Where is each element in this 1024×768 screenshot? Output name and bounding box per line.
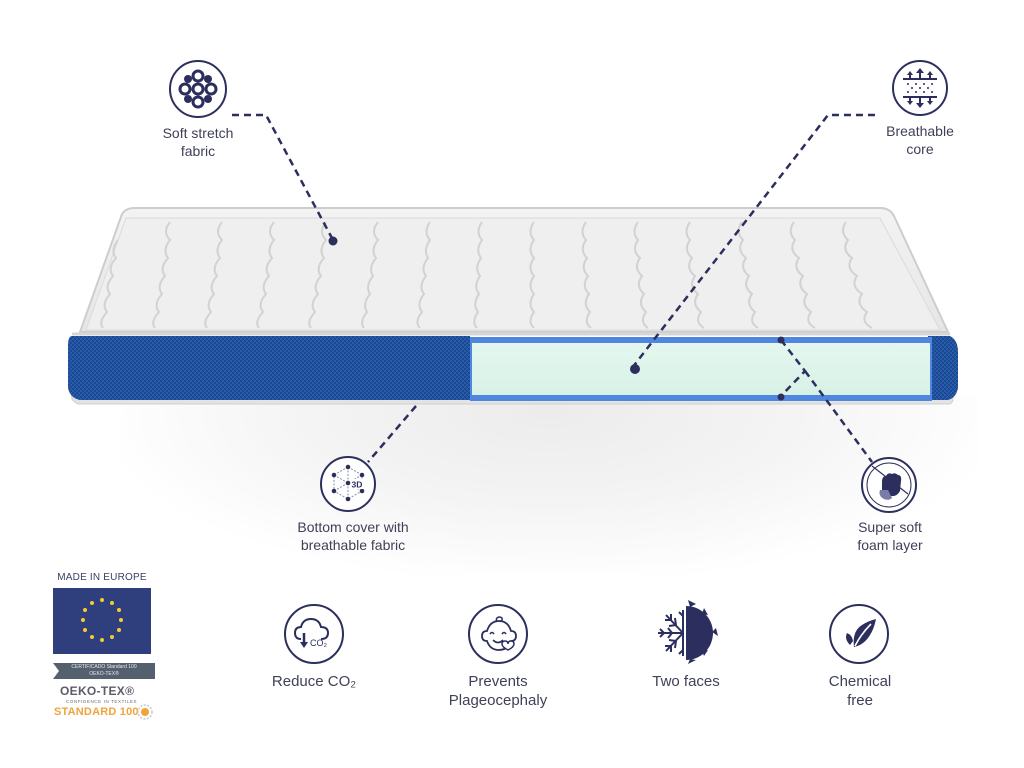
eu-flag-icon [53,588,151,654]
oeko-tex-tagline: CONFIDENCE IN TEXTILES [66,699,138,704]
feature-line: free [847,692,873,709]
mesh-side-panel [68,336,470,400]
callout-breathable-core: Breathable core [870,122,970,158]
made-in-europe-label: MADE IN EUROPE [57,572,147,583]
callout-line: Breathable [886,123,954,139]
oeko-sun-icon [137,704,153,720]
callout-line: Super soft [858,519,922,535]
feature-prevents-plageocephaly: Prevents Plageocephaly [428,672,568,710]
co2-text: CO₂ [310,638,328,648]
callout-super-soft-foam: Super soft foam layer [840,518,940,554]
callout-line: foam layer [857,537,923,553]
3d-mesh-icon: 3D [320,456,376,512]
callout-line: core [906,141,934,157]
feature-chemical-free: Chemical free [800,672,920,710]
3d-label: 3D [352,480,363,490]
feature-line: Plageocephaly [448,692,548,709]
quilt-pattern [100,221,873,329]
feature-reduce-co2: Reduce CO₂ [254,672,374,691]
floor-shadow [120,395,980,575]
certificate-line: CERTIFICADO Standard 100 [71,664,137,670]
fabric-weave-icon [169,60,227,118]
baby-face-icon [468,604,528,664]
callout-lines [232,113,878,463]
feature-line: Two faces [652,673,720,690]
callout-soft-stretch-fabric: Soft stretch fabric [148,124,248,160]
feature-line: Chemical [828,673,892,690]
airflow-layers-icon [892,60,948,116]
callout-line: Soft stretch [162,125,234,141]
feature-two-faces: Two faces [626,672,746,691]
callout-line: fabric [180,143,216,159]
cloud-co2-icon: CO₂ [284,604,344,664]
oeko-tex-standard: STANDARD 100 [54,706,139,718]
callout-line: Bottom cover with [297,519,409,535]
callout-line: breathable fabric [300,537,406,553]
snowflake-sun-icon [652,598,722,668]
callout-dots [328,236,785,401]
callout-bottom-cover: Bottom cover with breathable fabric [283,518,423,554]
certificate-ribbon: CERTIFICADO Standard 100 OEKO-TEX® [53,663,155,679]
hand-press-icon [861,457,917,513]
feature-line: Reduce CO₂ [271,673,357,690]
certificate-line: OEKO-TEX® [89,671,119,677]
oeko-tex-logo: OEKO-TEX® [60,684,135,698]
leaf-icon [829,604,889,664]
feature-line: Prevents [468,673,528,690]
